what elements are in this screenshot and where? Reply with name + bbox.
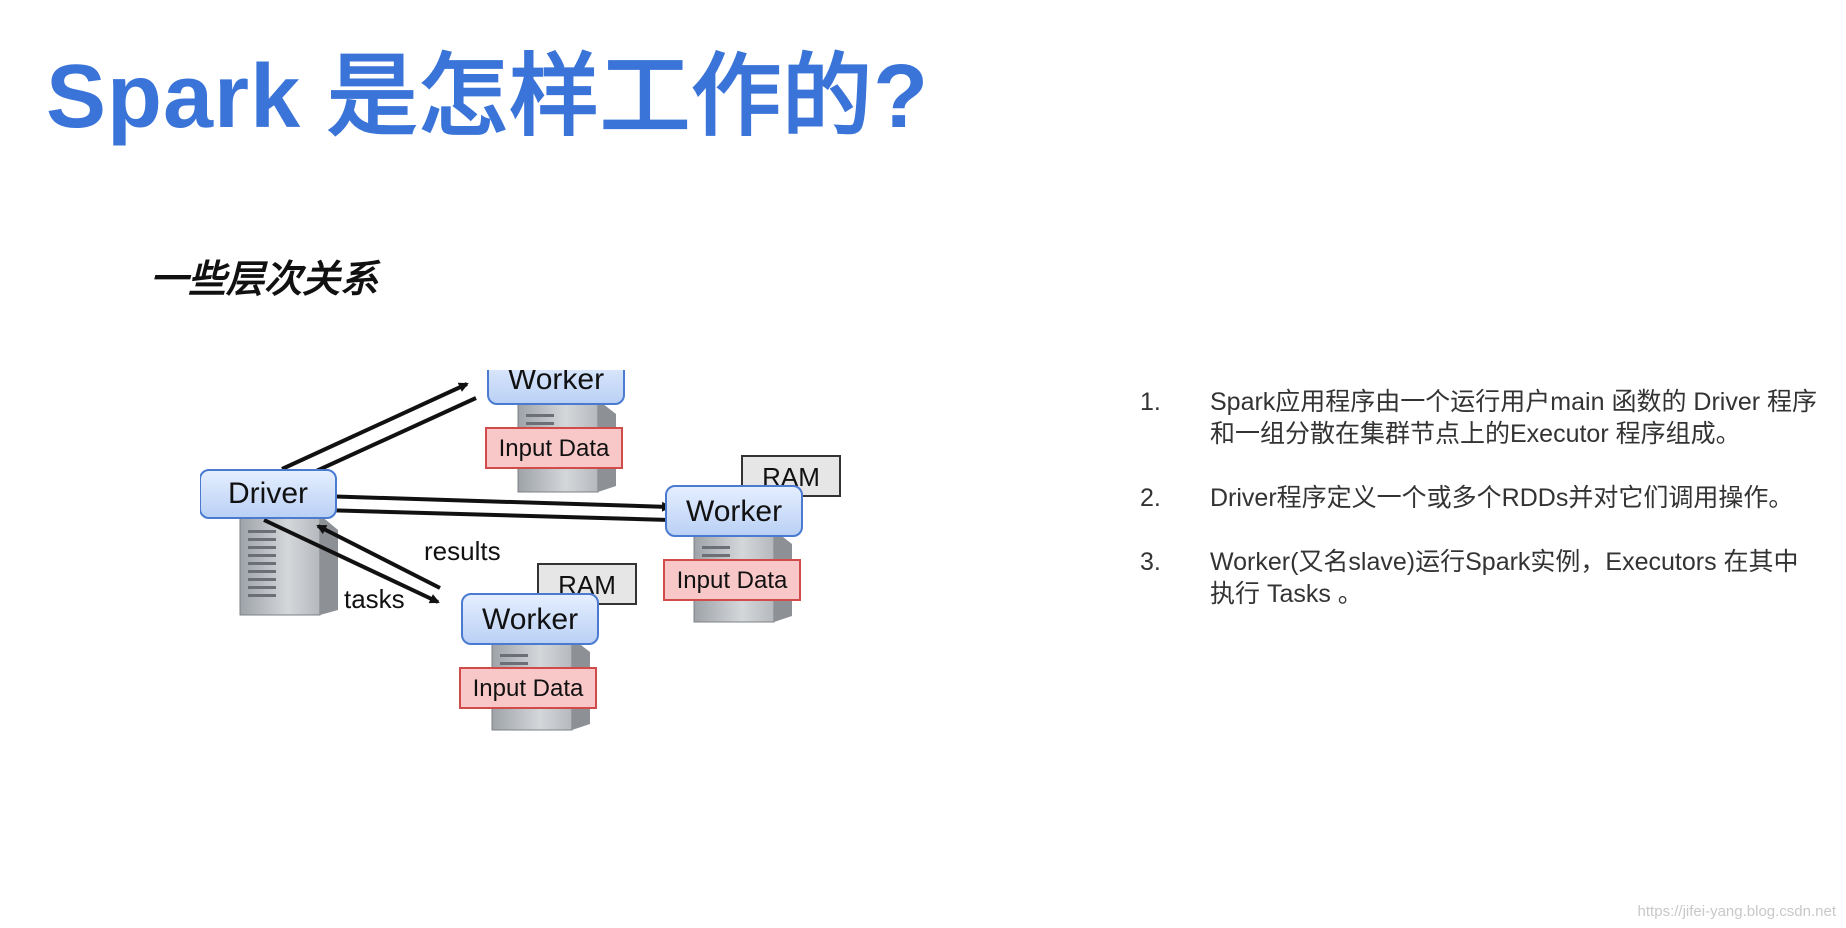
driver-label: Driver — [228, 477, 308, 510]
page-title: Spark 是怎样工作的? — [46, 47, 930, 147]
worker-3-input-label: Input Data — [473, 675, 584, 702]
arrow-driver-to-worker2 — [319, 494, 672, 512]
list-item: 1. Spark应用程序由一个运行用户main 函数的 Driver 程序和一组… — [1140, 386, 1820, 450]
arrow-driver-to-worker1 — [281, 382, 469, 471]
arrow-worker2-to-driver — [320, 505, 671, 522]
worker-1-node — [487, 370, 625, 405]
tasks-label: tasks — [344, 584, 405, 614]
list-item: 3. Worker(又名slave)运行Spark实例，Executors 在其… — [1140, 546, 1820, 610]
list-item-number: 3. — [1140, 548, 1161, 576]
driver-server-icon — [239, 514, 338, 616]
results-label: results — [424, 536, 501, 566]
list-item-text: Worker(又名slave)运行Spark实例，Executors 在其中执行… — [1210, 548, 1799, 608]
worker-1-input-label: Input Data — [499, 435, 610, 462]
list-item-number: 1. — [1140, 388, 1161, 416]
worker-3-label: Worker — [482, 603, 578, 636]
spark-architecture-diagram: Driver RAM Worker Input Data RAM Worker … — [200, 370, 841, 731]
worker-1-input-box — [485, 427, 623, 469]
arrow-worker1-to-driver — [288, 396, 477, 485]
driver-node — [200, 469, 337, 519]
worker-3-input-box — [459, 667, 597, 709]
worker-2-input-box — [663, 559, 801, 601]
watermark: https://jifei-yang.blog.csdn.net — [1637, 903, 1836, 920]
notes-list: 1. Spark应用程序由一个运行用户main 函数的 Driver 程序和一组… — [1140, 386, 1820, 642]
worker-2-input-label: Input Data — [677, 567, 788, 594]
list-item-text: Spark应用程序由一个运行用户main 函数的 Driver 程序和一组分散在… — [1210, 388, 1817, 448]
worker-3-node — [461, 593, 599, 645]
list-item-number: 2. — [1140, 484, 1161, 512]
worker-2-label: Worker — [686, 495, 782, 528]
list-item-text: Driver程序定义一个或多个RDDs并对它们调用操作。 — [1210, 484, 1794, 512]
worker-2-node — [665, 485, 803, 537]
arrow-worker3-to-driver — [316, 524, 441, 590]
worker-1-label: Worker — [508, 370, 604, 396]
section-subtitle: 一些层次关系 — [150, 259, 379, 301]
list-item: 2. Driver程序定义一个或多个RDDs并对它们调用操作。 — [1140, 482, 1820, 514]
arrow-driver-to-worker3 — [263, 518, 440, 604]
